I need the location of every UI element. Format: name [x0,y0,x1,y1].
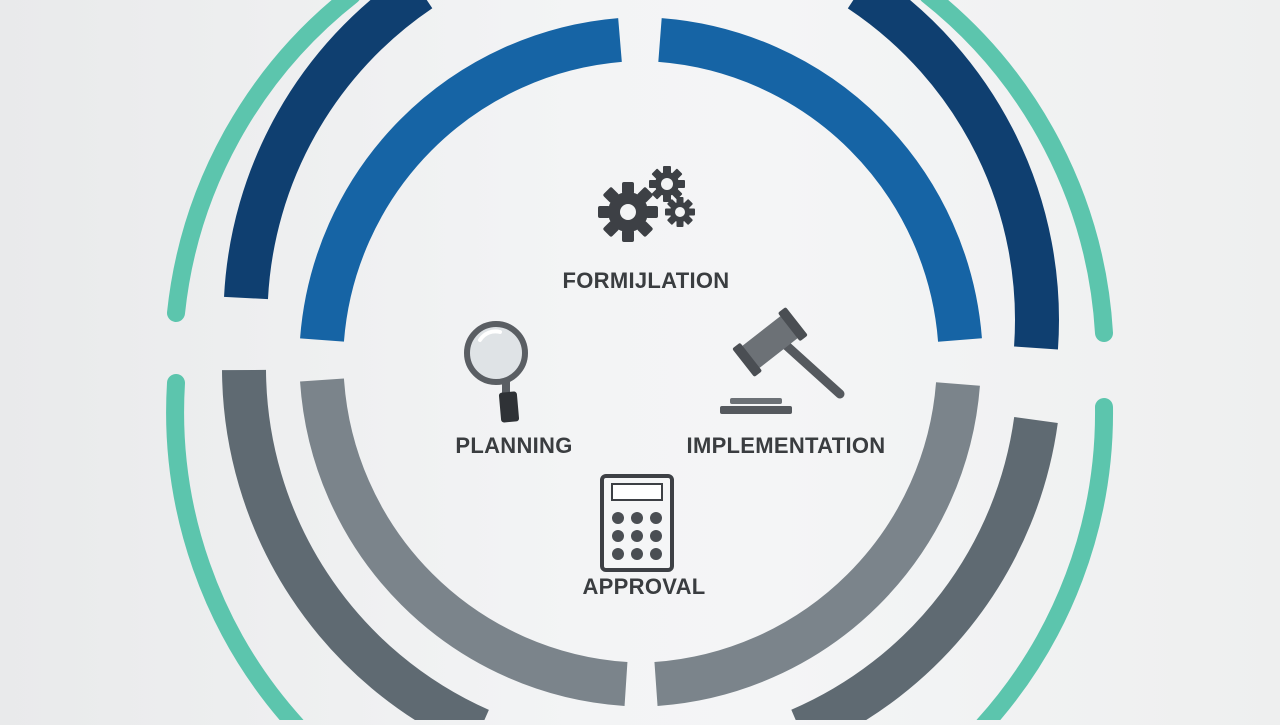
top-outer-band-right [847,0,1059,350]
top-inner-band-left [300,18,622,342]
stage-label-planning: PLANNING [455,433,573,458]
top-inner-band-right [658,18,982,342]
gears-icon [598,166,695,242]
outer-ring-bottom-left-arc [166,374,305,725]
top-outer-band-left [224,0,433,300]
stage-label-formulation: FORMIJLATION [562,268,730,293]
outer-ring [166,0,1114,725]
bottom-outer-band-left [222,369,489,725]
bottom-outer-band-right [791,416,1058,725]
bottom-inner-band-left [300,378,628,706]
calculator-icon [600,474,674,572]
top-bands [224,0,1059,350]
outer-ring-bottom-right-arc [975,398,1114,725]
bottom-bands [222,369,1058,725]
stage-label-approval: APPROVAL [582,574,706,599]
outer-ring-top-right-arc [920,0,1113,342]
magnifying-glass-icon [464,321,528,423]
bottom-inner-band-right [654,382,980,706]
gavel-icon [720,307,845,414]
stage-label-implementation: IMPLEMENTATION [686,433,886,458]
outer-ring-top-left-arc [167,0,360,322]
